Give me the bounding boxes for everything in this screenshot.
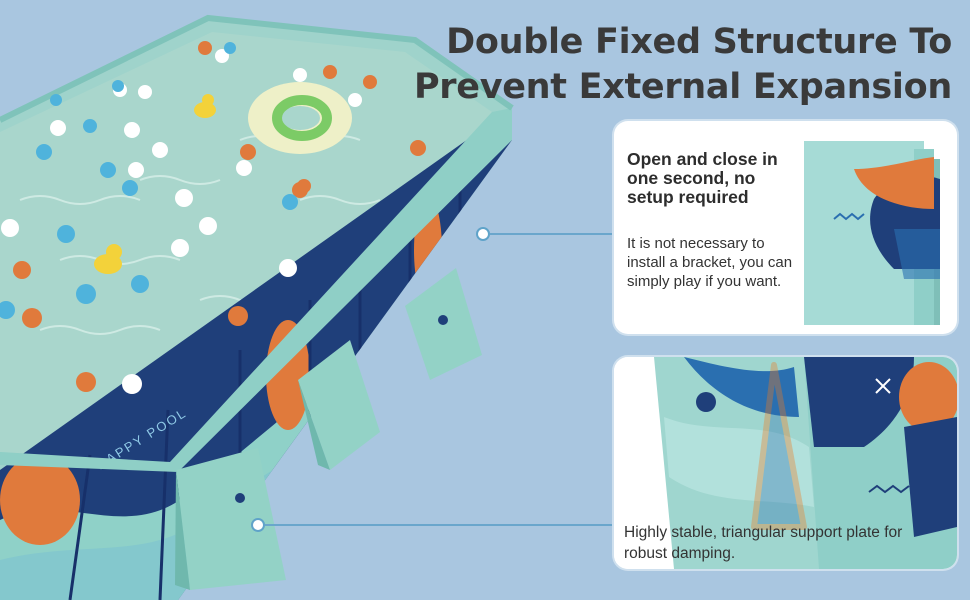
feature-title: Open and close in one second, no setup r… (627, 149, 778, 207)
triangle-highlight (751, 362, 807, 530)
feature-card-triangle-support: Highly stable, triangular support plate … (614, 357, 957, 569)
hotspot-dot (251, 518, 265, 532)
feature-description: Highly stable, triangular support plate … (624, 524, 903, 562)
feature-description: It is not necessary to install a bracket… (627, 235, 793, 290)
callout-connector (490, 233, 614, 235)
hotspot-dot (476, 227, 490, 241)
folded-panel-image (804, 141, 940, 325)
pool-water (0, 32, 492, 462)
swim-ring (248, 82, 352, 154)
ball-pit-balls (0, 41, 426, 394)
title-line-1: Double Fixed Structure To (446, 22, 952, 62)
triangle-support-image (614, 357, 957, 569)
support-stand (175, 448, 286, 590)
feature-card-quick-setup: Open and close in one second, no setup r… (614, 121, 957, 334)
callout-connector (265, 524, 614, 526)
wall-orange-blob (0, 455, 80, 545)
pool-illustration: HAPPY POOL (0, 14, 514, 600)
support-stand (405, 268, 482, 380)
rubber-duck (94, 244, 122, 274)
page-title: Double Fixed Structure To Prevent Extern… (392, 20, 952, 110)
support-stand (298, 340, 380, 470)
rubber-duck (194, 94, 216, 118)
title-line-2: Prevent External Expansion (413, 67, 952, 107)
